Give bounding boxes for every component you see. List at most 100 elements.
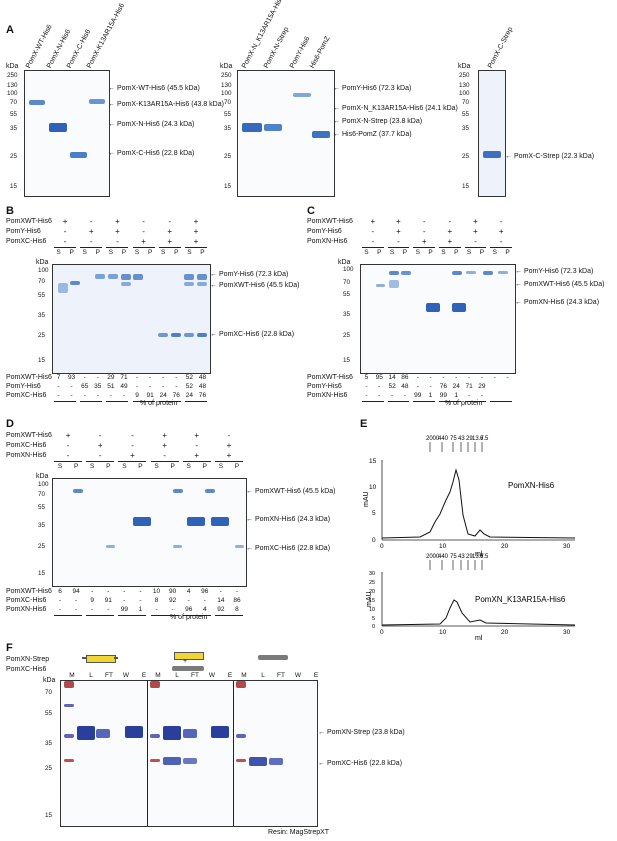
quant-value: 14 xyxy=(217,597,225,604)
marker-size: 25 xyxy=(38,332,46,339)
lane-p: P xyxy=(454,249,459,256)
marker-size: 100 xyxy=(343,266,354,273)
quant-value: 49 xyxy=(120,383,128,390)
quant-value: - xyxy=(365,383,368,390)
condition-bracket xyxy=(86,461,115,462)
sign: + xyxy=(65,431,71,440)
lane-p: P xyxy=(174,249,179,256)
lane-s: S xyxy=(56,249,61,256)
quant-value: 29 xyxy=(107,374,115,381)
quant-bracket xyxy=(106,401,129,402)
sign: + xyxy=(226,441,232,450)
marker-size: 70 xyxy=(45,689,53,696)
sec-chart-bottom: mAU 0 5 10 15 20 25 30 0 10 20 30 ml Pom… xyxy=(366,554,576,640)
svg-text:75: 75 xyxy=(450,554,457,560)
lane-header: W xyxy=(122,672,130,679)
marker-size: 35 xyxy=(38,312,46,319)
quant-value: 8 xyxy=(154,597,159,604)
quant-bracket xyxy=(54,401,77,402)
lane-p: P xyxy=(505,249,510,256)
sign: - xyxy=(142,217,145,226)
condition-bracket xyxy=(464,247,487,248)
sign: + xyxy=(396,227,401,236)
lane-header: L xyxy=(89,672,93,679)
quant-value: 91 xyxy=(104,597,112,604)
quant-bracket xyxy=(158,401,181,402)
lane-header: FT xyxy=(277,672,285,679)
quant-bracket xyxy=(150,615,179,616)
quant-value: 76 xyxy=(198,392,207,399)
quant-value: - xyxy=(235,588,239,595)
sign: - xyxy=(63,227,67,236)
quant-value: - xyxy=(122,392,126,399)
svg-text:20: 20 xyxy=(369,589,375,595)
x-axis-label: ml xyxy=(475,551,483,558)
quant-value: - xyxy=(91,606,94,613)
condition-bracket xyxy=(158,247,181,248)
lane-header: E xyxy=(141,672,147,679)
panel-letter-c: C xyxy=(307,205,315,217)
quant-value: - xyxy=(123,597,126,604)
quant-value: - xyxy=(506,374,509,381)
marker-size: 35 xyxy=(343,311,351,318)
sign: + xyxy=(193,227,199,236)
marker-size: 15 xyxy=(38,570,46,577)
quant-value: - xyxy=(96,374,99,381)
sign: + xyxy=(167,227,173,236)
lane-p: P xyxy=(428,249,433,256)
quant-value: 65 xyxy=(81,383,89,390)
lane-s: S xyxy=(389,249,395,256)
lane-s: S xyxy=(154,463,159,470)
quant-value: - xyxy=(155,606,158,613)
quant-value: 76 xyxy=(172,392,180,399)
sign: - xyxy=(227,431,231,440)
gel-a3-band-label: ← PomX-C-Strep (22.3 kDa) xyxy=(505,153,595,160)
quant-value: - xyxy=(139,597,142,604)
quant-bracket xyxy=(490,401,512,402)
condition-bracket xyxy=(132,247,155,248)
lane-header: M xyxy=(155,672,161,679)
quant-bracket xyxy=(132,401,155,402)
lane-s: S xyxy=(441,249,446,256)
lane-p: P xyxy=(202,463,207,470)
quant-value: - xyxy=(480,392,483,399)
lane-header: FT xyxy=(105,672,113,679)
y-tick: 0 xyxy=(372,537,376,544)
condition-bracket xyxy=(362,247,384,248)
quant-value: 86 xyxy=(401,374,409,381)
svg-text:29: 29 xyxy=(466,436,473,442)
lane-s: S xyxy=(466,249,472,256)
quant-value: - xyxy=(107,606,110,613)
quant-value: 24 xyxy=(452,383,460,390)
sign: + xyxy=(370,217,376,226)
lane-p: P xyxy=(170,463,175,470)
y-axis-label: mAU xyxy=(366,591,373,607)
svg-text:10: 10 xyxy=(439,629,447,636)
marker-size: 25 xyxy=(38,543,46,550)
gel-b xyxy=(52,264,211,374)
kda-label: kDa xyxy=(36,259,49,266)
svg-text:15: 15 xyxy=(369,598,375,604)
quant-value: - xyxy=(57,383,60,390)
marker-size: 70 xyxy=(38,491,46,498)
y-tick: 10 xyxy=(369,484,377,491)
svg-text:25: 25 xyxy=(369,580,375,586)
condition-bracket xyxy=(118,461,147,462)
f-row-label: PomXN-Strep xyxy=(6,656,50,663)
sign: + xyxy=(193,237,199,246)
condition-bracket xyxy=(54,247,77,248)
quant-value: 99 xyxy=(439,392,448,399)
quant-value: 52 xyxy=(185,383,193,390)
quant-value: - xyxy=(135,383,139,390)
marker-size: 15 xyxy=(343,357,351,364)
sign: + xyxy=(193,217,199,226)
lane-s: S xyxy=(415,249,420,256)
sign: + xyxy=(88,227,94,236)
quant-value: 92 xyxy=(217,606,225,613)
panel-letter-f: F xyxy=(6,642,13,654)
quant-value: 93 xyxy=(68,374,76,381)
quant-value: - xyxy=(70,392,73,399)
sign: - xyxy=(371,227,375,236)
lane-p: P xyxy=(402,249,408,256)
gel-f xyxy=(60,680,318,827)
